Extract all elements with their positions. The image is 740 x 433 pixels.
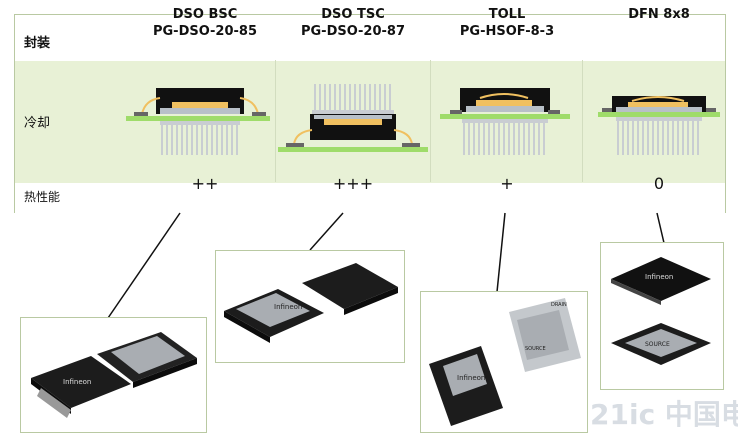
col-code: PG-HSOF-8-3 <box>459 24 555 39</box>
col-name: DSO TSC <box>321 7 385 22</box>
lead-frame <box>616 107 702 112</box>
brand-logo: Infineon <box>645 273 673 281</box>
lead <box>252 112 266 116</box>
lead <box>286 143 304 147</box>
col-divider <box>430 60 431 182</box>
pcb-board <box>278 147 428 152</box>
pcb-board <box>126 116 270 121</box>
silicon-die <box>172 102 228 110</box>
lead <box>602 108 612 112</box>
silicon-die <box>628 102 688 107</box>
copper-clip <box>466 106 544 112</box>
heatsink-base <box>616 117 702 121</box>
col-code: PG-DSO-20-87 <box>300 24 405 39</box>
heatsink-base <box>160 121 240 125</box>
connector-line-dso-bsc <box>107 212 181 319</box>
col-divider <box>275 60 276 182</box>
copper-clip <box>160 108 240 114</box>
dso-bsc-cross-section <box>126 88 270 155</box>
bond-wire <box>239 97 259 115</box>
dso-tsc-package-render: Infineon <box>224 263 398 343</box>
col-divider <box>582 60 583 182</box>
col-name: DFN 8x8 <box>628 7 690 22</box>
cooling-label: 冷却 <box>24 116 51 131</box>
toll-package-render: DRAIN SOURCE Infineon <box>429 298 581 426</box>
pcb-board <box>598 112 720 117</box>
thermal-value-dfn: 0 <box>653 174 665 193</box>
bond-wire <box>393 129 413 145</box>
col-header-dso-bsc: DSO BSC PG-DSO-20-85 <box>130 6 280 40</box>
connector-line-dfn <box>656 212 665 244</box>
package-label: 封装 <box>24 36 51 51</box>
dso-tsc-cross-section <box>278 84 428 152</box>
watermark: 21ic 中国电子网 <box>588 392 738 432</box>
col-name: TOLL <box>488 7 526 22</box>
thermal-value-dso-bsc: ++ <box>191 174 219 193</box>
brand-logo: Infineon <box>274 303 302 311</box>
col-code: PG-DSO-20-85 <box>152 24 257 39</box>
toll-source-label: SOURCE <box>525 346 546 352</box>
heatsink-fins <box>617 121 699 155</box>
lead <box>134 112 148 116</box>
photo-dso-tsc: Infineon <box>215 250 405 363</box>
watermark-text: 21ic 中国电子网 <box>590 398 738 431</box>
dfn-source-label: SOURCE <box>645 341 670 348</box>
silicon-die <box>476 100 532 107</box>
heatsink-fins <box>314 84 391 110</box>
heatsink-fins <box>463 123 545 155</box>
photo-dfn: Infineon SOURCE <box>600 242 724 390</box>
col-header-toll: TOLL PG-HSOF-8-3 <box>432 6 582 40</box>
bond-wire <box>141 97 161 115</box>
toll-drain-label: DRAIN <box>551 302 567 308</box>
lead <box>548 110 560 114</box>
photo-dso-bsc: Infineon <box>20 317 207 433</box>
silicon-die <box>324 118 382 125</box>
dfn-package-render: Infineon SOURCE <box>611 257 711 365</box>
thermal-row <box>15 183 725 213</box>
brand-logo: Infineon <box>457 374 485 382</box>
lead <box>706 108 716 112</box>
thermal-value-dso-tsc: +++ <box>332 174 374 193</box>
bond-wire <box>479 93 529 99</box>
photo-toll: DRAIN SOURCE Infineon <box>420 291 588 433</box>
lead <box>450 110 462 114</box>
dfn-cross-section <box>598 96 720 155</box>
copper-clip <box>314 115 392 119</box>
bond-wire <box>631 96 685 102</box>
dso-bsc-package-render: Infineon <box>31 332 197 418</box>
heatsink-base <box>462 119 548 123</box>
thermal-value-toll: + <box>500 174 514 193</box>
connector-line-toll <box>496 212 506 293</box>
lead <box>402 143 420 147</box>
connector-line-dso-tsc <box>309 212 344 251</box>
col-header-dfn: DFN 8x8 <box>584 6 734 23</box>
heatsink-fins <box>161 125 238 155</box>
thermal-label: 热性能 <box>24 190 61 204</box>
brand-logo: Infineon <box>63 378 91 386</box>
watermark-logo: 21ic 中国电子网 <box>590 398 738 431</box>
col-name: DSO BSC <box>172 7 238 22</box>
bond-wire <box>293 129 313 145</box>
col-header-dso-tsc: DSO TSC PG-DSO-20-87 <box>278 6 428 40</box>
toll-cross-section <box>440 88 570 155</box>
pcb-board <box>440 114 570 119</box>
heatsink-base <box>312 110 394 114</box>
